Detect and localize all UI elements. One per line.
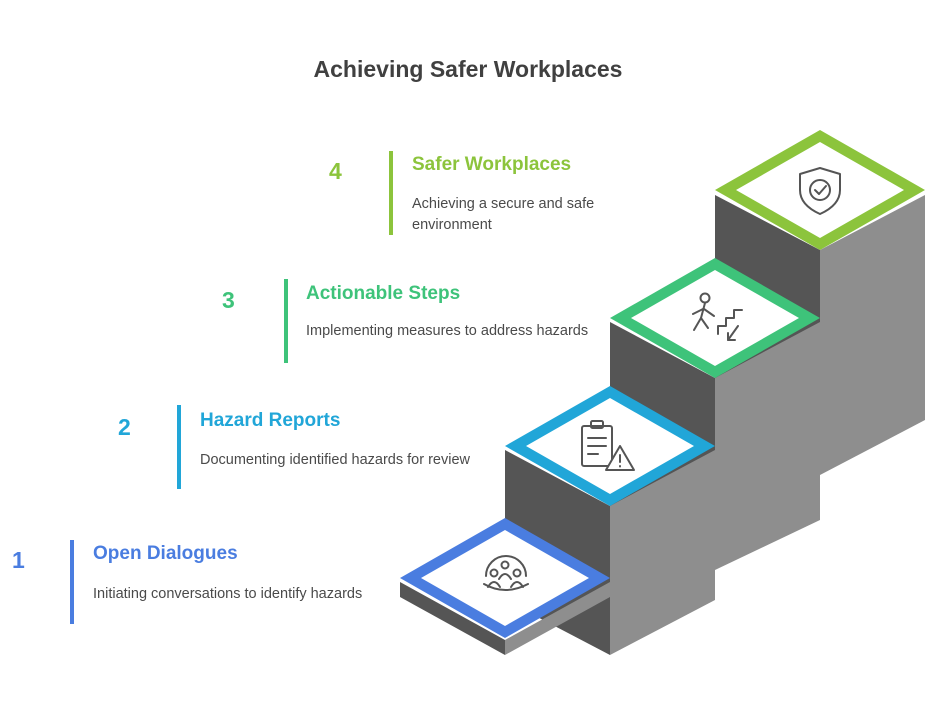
step-number-3: 3 <box>222 287 235 313</box>
step-title-3: Actionable Steps <box>306 283 461 304</box>
step-divider-3 <box>284 279 288 363</box>
stair-block-1 <box>400 518 610 655</box>
step-description-2: Documenting identified hazards for revie… <box>200 452 470 468</box>
step-divider-2 <box>177 405 181 489</box>
step-description-4: Achieving a secure and safe environment <box>412 196 595 233</box>
step-description-3: Implementing measures to address hazards <box>306 323 589 339</box>
step-title-2: Hazard Reports <box>200 410 341 431</box>
step-title-4: Safer Workplaces <box>412 154 572 175</box>
step-number-4: 4 <box>329 158 342 184</box>
clipboard-warning-icon <box>581 420 635 471</box>
step-title-1: Open Dialogues <box>93 543 238 564</box>
diagram-title: Achieving Safer Workplaces <box>313 56 623 82</box>
step-description-1: Initiating conversations to identify haz… <box>93 586 363 602</box>
step-number-2: 2 <box>118 414 131 440</box>
person-climbing-stairs-icon <box>692 292 743 341</box>
step-divider-1 <box>70 540 74 624</box>
step-number-1: 1 <box>12 547 25 573</box>
shield-check-icon <box>799 167 841 215</box>
people-group-icon <box>483 555 529 591</box>
step-divider-4 <box>389 151 393 235</box>
